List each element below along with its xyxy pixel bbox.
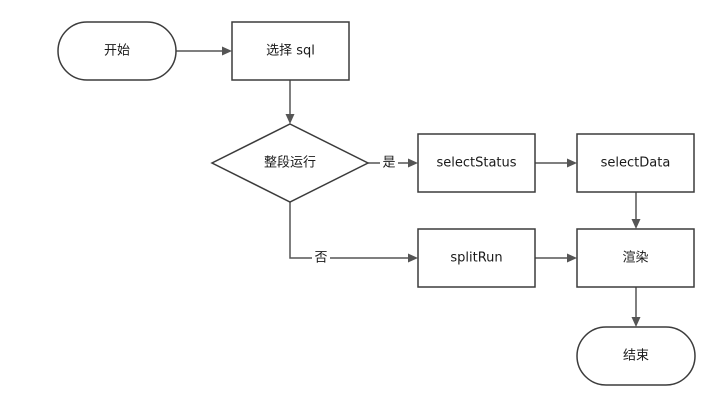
edge-render-to-end — [631, 287, 641, 327]
node-select-data[interactable]: selectData — [576, 133, 695, 193]
node-start[interactable]: 开始 — [57, 21, 177, 81]
edge-select-status-to-select-data — [535, 158, 577, 168]
edge-label-no: 否 — [314, 251, 327, 266]
node-end-label: 结束 — [623, 349, 649, 364]
node-split-run[interactable]: splitRun — [417, 228, 536, 288]
node-start-label: 开始 — [104, 44, 130, 59]
node-render-label: 渲染 — [622, 251, 648, 266]
edge-decision-to-select-status: 是 — [368, 154, 418, 172]
node-select-data-label: selectData — [601, 156, 671, 171]
nodes: 开始 选择 sql 整段运行 selectStatus selectData s… — [57, 21, 696, 386]
edges: 是 否 — [176, 46, 641, 327]
node-end[interactable]: 结束 — [576, 326, 696, 386]
edge-select-sql-to-decision — [285, 80, 295, 124]
node-select-status-label: selectStatus — [436, 156, 516, 171]
node-decision-run-whole[interactable]: 整段运行 — [210, 123, 370, 203]
edge-split-run-to-render — [535, 253, 577, 263]
node-select-status[interactable]: selectStatus — [417, 133, 536, 193]
edge-label-yes: 是 — [382, 156, 395, 171]
edge-decision-to-split-run: 否 — [289, 202, 418, 267]
node-split-run-label: splitRun — [450, 251, 502, 266]
node-select-sql-label: 选择 sql — [266, 44, 315, 59]
edge-start-to-select-sql — [176, 46, 232, 56]
node-select-sql[interactable]: 选择 sql — [231, 21, 350, 81]
node-decision-run-whole-label: 整段运行 — [264, 156, 316, 171]
edge-select-data-to-render — [631, 192, 641, 229]
node-render[interactable]: 渲染 — [576, 228, 695, 288]
